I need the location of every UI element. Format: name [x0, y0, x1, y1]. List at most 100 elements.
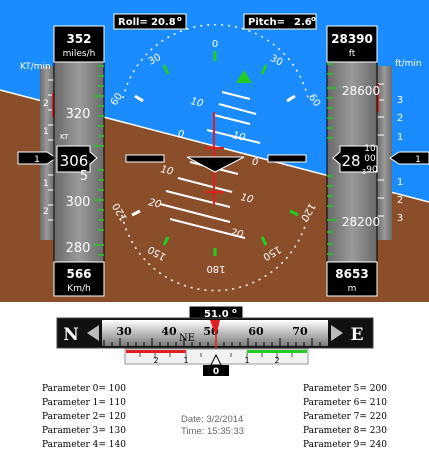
roll-degree-symbol: o	[177, 15, 182, 23]
altitude-current-tail: 00	[364, 154, 376, 164]
airspeed-unit-label: KT	[60, 133, 69, 141]
pitch-ladder	[159, 91, 261, 239]
vsi-right-tick-label: 3	[397, 95, 403, 106]
parameter-row-7: Parameter 7= 220	[303, 412, 387, 422]
date-label: Date: 3/2/2014	[181, 414, 244, 425]
pitch-label-0-left: 0	[178, 129, 184, 140]
parameter-label: Parameter 5=	[303, 384, 367, 394]
pitch-label-0-right: 0	[252, 157, 258, 168]
heading-pointer	[210, 320, 220, 336]
vsi-right-tick-label: 2	[397, 195, 403, 206]
roll-readout-value: 20.8	[151, 17, 176, 28]
parameter-label: Parameter 4=	[42, 440, 106, 450]
parameter-row-1: Parameter 1= 110	[42, 398, 126, 408]
vsi-left-tick-label: 2	[43, 207, 49, 217]
heading-scale-label: 70	[292, 325, 308, 338]
vsi-right-tick-label: 2	[397, 113, 403, 124]
heading-degree-symbol: o	[232, 307, 237, 315]
vsi-left-pointer-value: 1	[34, 155, 40, 165]
roll-readout-box	[113, 13, 187, 30]
pitch-label-10-down-right: 10	[239, 192, 254, 206]
vsi-left-tick-label: 1	[43, 179, 49, 189]
vsi-left-tick-label: 2	[43, 99, 49, 109]
vsi-right-tick-label: 1	[397, 132, 403, 143]
parameter-value: 230	[369, 426, 387, 436]
vsi-left-unit: KT/min	[20, 62, 51, 72]
parameter-value: 100	[108, 384, 126, 394]
airspeed-bottom-unit: Km/h	[67, 284, 90, 294]
heading-scale-label: 30	[116, 325, 132, 338]
altitude-bottom-box	[326, 261, 378, 297]
parameter-row-2: Parameter 2= 120	[42, 412, 126, 422]
heading-right-arrow-icon	[331, 325, 343, 341]
airspeed-bottom-value: 566	[66, 267, 91, 281]
airspeed-tick-label: 280	[66, 241, 91, 256]
parameter-label: Parameter 1=	[42, 398, 106, 408]
parameter-value: 110	[108, 398, 126, 408]
pitch-label-10-down-left: 10	[159, 164, 174, 178]
airspeed-current-value: 306	[60, 152, 89, 170]
parameter-label: Parameter 6=	[303, 398, 367, 408]
parameter-label: Parameter 9=	[303, 440, 367, 450]
altitude-bottom-value: 8653	[335, 267, 368, 281]
parameter-value: 220	[369, 412, 387, 422]
altitude-top-value: 28390	[331, 32, 373, 46]
airspeed-top-box	[53, 25, 105, 63]
altitude-current-tail-hint: 3	[362, 168, 366, 176]
sideslip-label: 1	[244, 356, 249, 365]
parameter-row-4: Parameter 4= 140	[42, 440, 126, 450]
parameter-value: 140	[108, 440, 126, 450]
vsi-right-pointer-value: 1	[415, 155, 421, 165]
altitude-current-tail: 10	[364, 144, 376, 154]
pitch-label-10-up-right: 10	[231, 130, 246, 144]
parameter-label: Parameter 0=	[42, 384, 106, 394]
altitude-current-value: 28	[341, 152, 360, 170]
parameter-value: 200	[369, 384, 387, 394]
parameter-row-3: Parameter 3= 130	[42, 426, 126, 436]
parameter-label: Parameter 2=	[42, 412, 106, 422]
altitude-top-unit: ft	[349, 49, 356, 59]
sideslip-ticks	[139, 353, 293, 359]
sideslip-label: 2	[274, 356, 279, 365]
vsi-right-pointer	[389, 151, 429, 165]
airspeed-tick-label: 300	[66, 195, 91, 210]
parameter-label: Parameter 7=	[303, 412, 367, 422]
airspeed-current-box	[56, 145, 98, 173]
heading-cardinal-left: N	[63, 325, 79, 345]
altitude-top-box	[326, 25, 378, 63]
parameter-value: 120	[108, 412, 126, 422]
roll-label-0: 0	[212, 39, 218, 50]
aircraft-symbol	[125, 112, 307, 205]
airspeed-bottom-box	[53, 261, 105, 297]
heading-scale-ticks	[103, 338, 321, 346]
heading-intercardinal-label: NE	[179, 333, 195, 344]
altitude-bottom-unit: m	[348, 284, 357, 294]
parameter-value: 240	[369, 440, 387, 450]
roll-pointer	[236, 70, 252, 83]
altitude-current-tail: 90	[366, 165, 378, 175]
parameter-row-9: Parameter 9= 240	[303, 440, 387, 450]
roll-scale	[121, 23, 309, 292]
heading-scale-label: 60	[248, 325, 264, 338]
airspeed-top-unit: miles/h	[63, 49, 96, 59]
vsi-right-tick-label: 3	[397, 213, 403, 224]
heading-cardinal-right: E	[351, 325, 364, 345]
altitude-tick-label: 28200	[342, 215, 380, 229]
pitch-readout-value: 2.6	[294, 17, 312, 28]
parameter-row-5: Parameter 5= 200	[303, 384, 387, 394]
roll-readout-label: Roll=	[118, 17, 148, 28]
pitch-readout-box	[243, 13, 317, 30]
pitch-label-20-right: 20	[229, 227, 244, 241]
vsi-left-tick-label: 1	[43, 127, 49, 137]
sideslip-green-zone	[247, 350, 307, 353]
airspeed-tick-label: 320	[66, 107, 91, 122]
sideslip-label: 1	[183, 356, 188, 365]
sideslip-label: 2	[153, 356, 158, 365]
sideslip-red-zone	[126, 350, 186, 353]
altitude-current-box	[332, 145, 378, 173]
roll-label-30-left: 30	[147, 52, 163, 68]
roll-label-180: 180	[206, 263, 225, 274]
pitch-label-20-left: 20	[147, 197, 162, 211]
